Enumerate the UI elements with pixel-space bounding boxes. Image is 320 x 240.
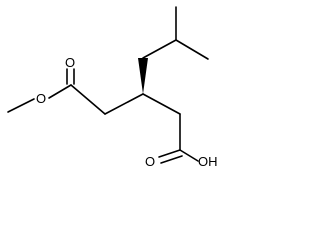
stereo-wedge-bond xyxy=(138,58,148,94)
chemical-structure: O O O OH xyxy=(7,6,218,169)
bond-oxygen-ester-carbon xyxy=(48,84,72,99)
bond-ch2-ch xyxy=(142,39,177,59)
bond-acid-carbonyl-2 xyxy=(160,155,183,164)
ester-carbonyl-oxygen-label: O xyxy=(65,55,75,70)
bond-stereocenter-ch2-acid xyxy=(142,93,181,115)
bond-ch2-stereocenter xyxy=(104,93,144,115)
acid-carbonyl-oxygen-label: O xyxy=(145,154,155,169)
bond-ch-methyl-right xyxy=(175,39,209,60)
hydroxyl-label: OH xyxy=(198,154,218,169)
structure-drawing: O O O OH xyxy=(7,6,218,169)
methoxy-oxygen-label: O xyxy=(36,91,46,106)
bond-ester-ch2 xyxy=(70,84,106,115)
bond-methyl-oxygen xyxy=(7,98,35,113)
bond-acid-hydroxyl xyxy=(179,149,199,162)
bond-acid-carbonyl-1 xyxy=(158,149,181,158)
